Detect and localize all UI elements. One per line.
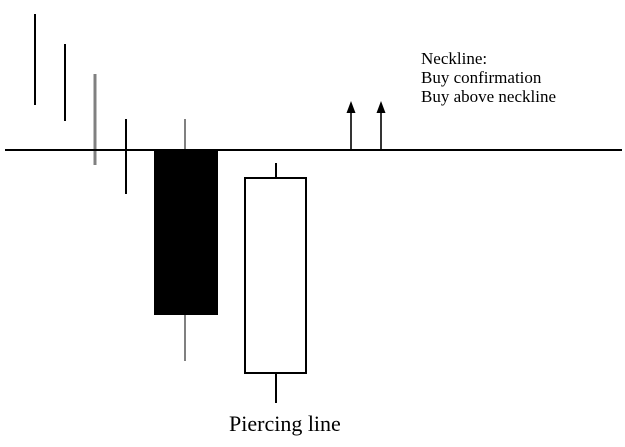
annotation-line-3: Buy above neckline bbox=[421, 87, 557, 106]
bullish-candle-body bbox=[244, 177, 307, 374]
neckline-annotation: Neckline: Buy confirmation Buy above nec… bbox=[421, 49, 556, 106]
annotation-line-1: Neckline: bbox=[421, 49, 488, 68]
annotation-line-2: Buy confirmation bbox=[421, 68, 542, 87]
buy-arrow-1-up-arrowhead-icon bbox=[346, 101, 356, 113]
bearish-candle-body bbox=[154, 150, 218, 315]
buy-arrow-2-up-arrowhead-icon bbox=[376, 101, 386, 113]
pattern-caption: Piercing line bbox=[229, 411, 341, 436]
